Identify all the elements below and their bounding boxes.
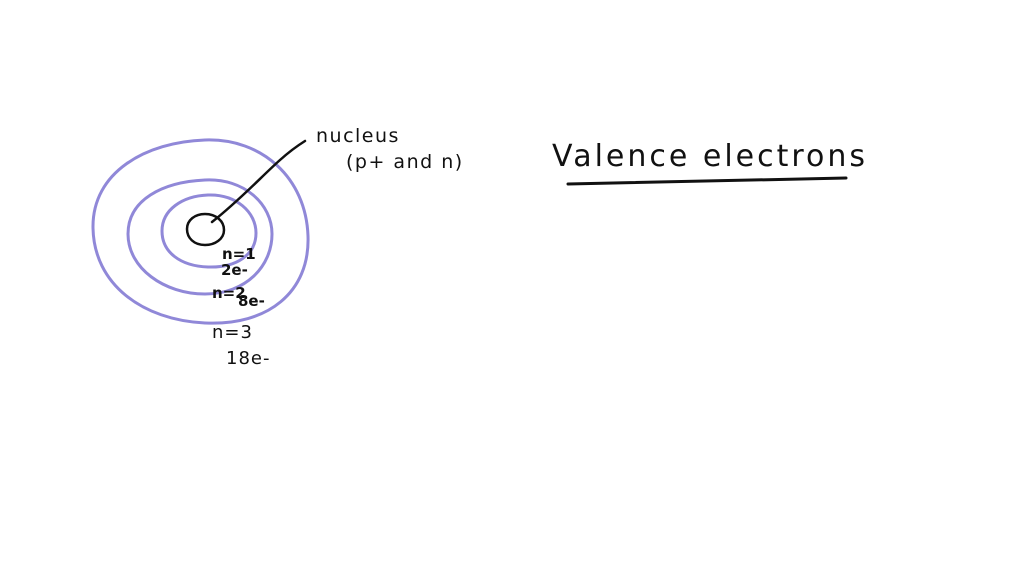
shell-ring-n1 xyxy=(160,193,258,269)
shell-1-n-label: n=1 xyxy=(222,245,256,263)
nucleus-pointer-line xyxy=(210,139,307,224)
nucleus-composition-label: (p+ and n) xyxy=(346,151,464,173)
nucleus-label: nucleus xyxy=(316,125,400,147)
shell-3-n-label: n=3 xyxy=(212,322,253,343)
shell-ring-n3 xyxy=(91,138,310,325)
shell-3-electron-label: 18e- xyxy=(226,348,270,369)
heading-valence-electrons: Valence electrons xyxy=(552,139,868,174)
shell-1-electron-label: 2e- xyxy=(221,261,248,279)
heading-underline xyxy=(566,176,848,186)
shell-2-n-label: n=2 xyxy=(212,284,246,302)
nucleus-circle xyxy=(185,212,226,247)
shell-ring-n2 xyxy=(126,178,274,296)
shell-2-electron-label: 8e- xyxy=(238,292,265,310)
